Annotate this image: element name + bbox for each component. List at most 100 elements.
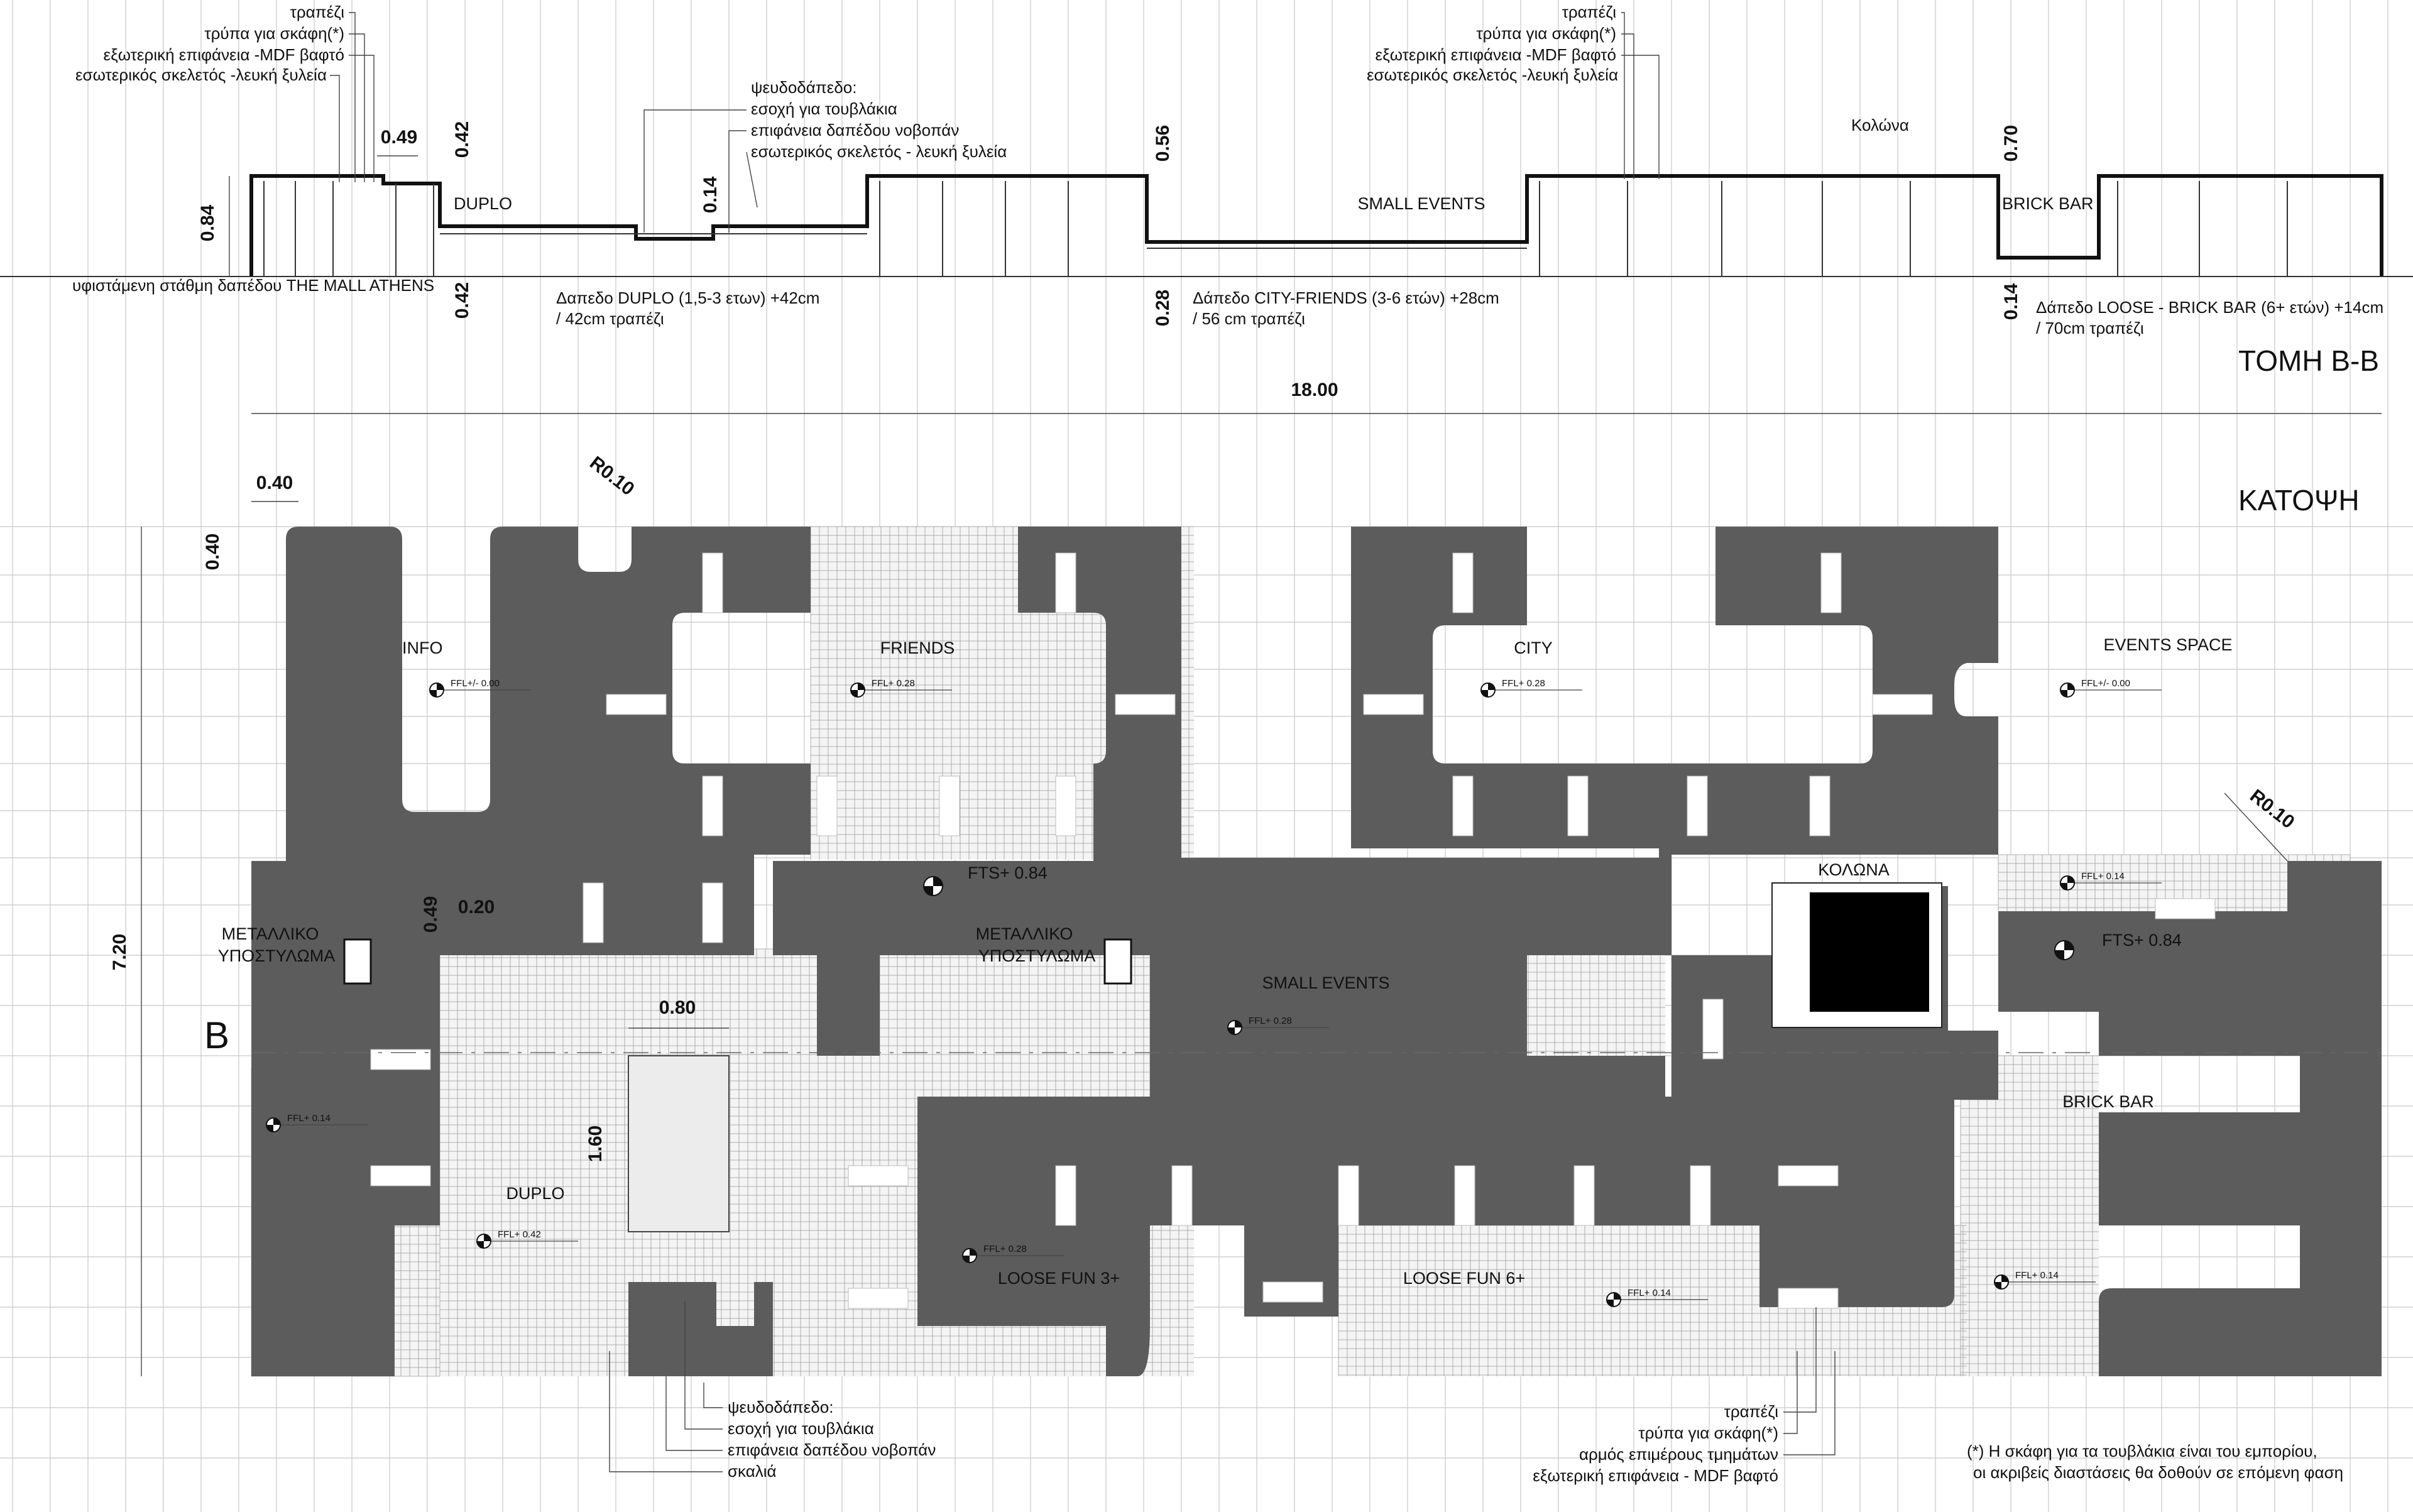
dim-160: 1.60 — [585, 1126, 606, 1162]
block-bottom-middle — [917, 1097, 1672, 1376]
dim-014-bottom: 0.14 — [2001, 283, 2022, 320]
fts-center: FTS+ 0.84 — [968, 863, 1048, 882]
note-recess: εσοχή για τουβλάκια — [751, 99, 897, 118]
dim-1800: 18.00 — [1291, 380, 1338, 400]
note-pseudofloor: ψευδοδάπεδο: — [728, 1398, 833, 1416]
table-hole — [939, 775, 960, 836]
note-table: τραπέζι — [1562, 3, 1617, 21]
zone-city: CITY — [1514, 638, 1553, 657]
zone-small-events-section: SMALL EVENTS — [1357, 194, 1485, 213]
table-hole — [1778, 1288, 1839, 1309]
floor-loose-note: Δάπεδο LOOSE - BRICK BAR (6+ ετών) +14cm — [2036, 298, 2383, 317]
note-frame: εσωτερικός σκελετός -λευκή ξυλεία — [75, 65, 327, 84]
level-marker-friends: FFL+ 0.28 — [850, 678, 952, 698]
plan-zone-labels: INFO FRIENDS CITY EVENTS SPACE ΚΟΛΩΝΑ ΜΕ… — [218, 635, 2233, 1288]
floor-duplo-note-2: / 42cm τραπέζι — [556, 309, 664, 328]
level-value: FFL+ 0.28 — [1502, 678, 1545, 689]
table-hole — [1820, 552, 1842, 613]
table-hole — [1690, 1165, 1711, 1226]
level-marker-loose3: FFL+ 0.28 — [962, 1244, 1064, 1263]
note-table: τραπέζι — [1724, 1402, 1779, 1421]
section-marker-b: B — [204, 1014, 229, 1056]
dim-r010-top: R0.10 — [586, 452, 638, 500]
fts-marker-fill — [924, 877, 943, 896]
note-frame: εσωτερικός σκελετός -λευκή ξυλεία — [1367, 65, 1618, 84]
level-value: FFL+/- 0.00 — [2081, 678, 2130, 689]
bottom-notes-left: ψευδοδάπεδο: εσοχή για τουβλάκια επιφάνε… — [609, 1301, 936, 1481]
floor-city-note: Δάπεδο CITY-FRIENDS (3-6 ετών) +28cm — [1193, 288, 1499, 307]
existing-floor-note: υφιστάμενη στάθμη δαπέδου THE MALL ATHEN… — [72, 276, 434, 295]
note-steps: σκαλιά — [728, 1462, 777, 1481]
plan-title: ΚΑΤΟΨΗ — [2238, 484, 2360, 517]
level-value: FFL+ 0.28 — [872, 678, 915, 689]
footnote-2: οι ακριβείς διαστάσεις θα δοθούν σε επόμ… — [1973, 1463, 2343, 1482]
table-hole — [1872, 694, 1933, 715]
note-mdf: εξωτερική επιφάνεια - MDF βαφτό — [1533, 1466, 1778, 1485]
zone-loose-fun-6: LOOSE FUN 6+ — [1403, 1269, 1525, 1288]
level-marker-small_events: FFL+ 0.28 — [1227, 1016, 1329, 1035]
note-mdf: εξωτερική επιφάνεια -MDF βαφτό — [1376, 45, 1617, 64]
level-value: FFL+ 0.14 — [287, 1113, 331, 1124]
zone-events-space: EVENTS SPACE — [2103, 635, 2232, 654]
table-hole — [583, 882, 604, 943]
zone-kolona: ΚΟΛΩΝΑ — [1818, 860, 1889, 879]
table-hole — [816, 775, 838, 836]
level-value: FFL+ 0.14 — [1628, 1288, 1671, 1298]
table-hole — [1573, 1165, 1595, 1226]
table-hole — [606, 694, 667, 715]
table-hole — [1171, 1165, 1193, 1226]
table-hole — [1363, 694, 1424, 715]
fts-marker-fill — [2055, 941, 2074, 960]
zone-small-events: SMALL EVENTS — [1262, 973, 1389, 992]
zone-loose-fun-3: LOOSE FUN 3+ — [998, 1269, 1120, 1288]
table-hole — [1452, 775, 1474, 836]
block-right — [1998, 861, 2382, 1376]
note-frame: εσωτερικός σκελετός - λευκή ξυλεία — [751, 142, 1007, 161]
section-title: ΤΟΜΗ Β-Β — [2238, 344, 2379, 377]
level-marker-bar_top: FFL+ 0.14 — [2060, 871, 2162, 890]
table-hole — [1452, 552, 1474, 613]
zone-friends: FRIENDS — [880, 638, 955, 657]
dim-020: 0.20 — [458, 897, 495, 918]
fts-right: FTS+ 0.84 — [2102, 931, 2182, 950]
metal-column-center-icon — [1103, 938, 1132, 985]
table-hole — [1262, 1281, 1323, 1303]
section-notes-center: τραπέζι τρύπα για σκάφη(*) εξωτερική επι… — [1367, 3, 1660, 179]
zone-brick-bar-section: BRICK BAR — [2002, 194, 2094, 213]
dim-042-top: 0.42 — [452, 121, 473, 158]
level-marker-city: FFL+ 0.28 — [1480, 678, 1582, 698]
metal-col-center-label: ΜΕΤΑΛΛΙΚΟ — [976, 924, 1073, 943]
level-marker-duplo: FFL+ 0.42 — [476, 1229, 578, 1249]
note-hole: τρύπα για σκάφη(*) — [204, 24, 344, 43]
dim-r010-right: R0.10 — [2246, 786, 2298, 833]
table-hole — [848, 1165, 909, 1186]
floor-duplo-note: Δαπεδο DUPLO (1,5-3 ετων) +42cm — [556, 288, 819, 307]
note-mdf: εξωτερική επιφάνεια -MDF βαφτό — [104, 45, 345, 64]
table-hole — [1567, 775, 1589, 836]
level-value: FFL+ 0.14 — [2081, 871, 2125, 882]
dim-080: 0.80 — [659, 997, 696, 1018]
level-marker-loose6: FFL+ 0.14 — [1606, 1288, 1708, 1307]
note-hole: τρύπα για σκάφη(*) — [1638, 1423, 1778, 1442]
metal-col-center-label-2: ΥΠΟΣΤΥΛΩΜΑ — [978, 946, 1095, 965]
metal-col-left-label: ΜΕΤΑΛΛΙΚΟ — [222, 924, 319, 943]
note-pseudofloor: ψευδοδάπεδο: — [751, 78, 856, 97]
floor-loose-note-2: / 70cm τραπέζι — [2036, 319, 2144, 337]
level-marker-brick_bar: FFL+ 0.14 — [1994, 1270, 2096, 1290]
zone-info: INFO — [402, 638, 443, 657]
column-label: Κολώνα — [1851, 116, 1909, 134]
dim-720: 7.20 — [109, 934, 130, 970]
table-hole — [1454, 1165, 1475, 1226]
table-hole — [702, 552, 723, 613]
table-hole — [1055, 1165, 1076, 1226]
section-dimensions: 0.49 0.42 0.84 0.14 0.56 0.70 0.42 0.28 … — [197, 121, 2382, 414]
footnote-1: (*) Η σκάφη για τα τουβλάκια είναι του ε… — [1967, 1442, 2317, 1460]
section-notes-pseudofloor: ψευδοδάπεδο: εσοχή για τουβλάκια επιφάνε… — [643, 78, 1007, 233]
section-drawing — [0, 174, 2413, 277]
duplo-pit — [628, 1055, 730, 1232]
dim-049-plan: 0.49 — [420, 896, 441, 933]
dim-040-v: 0.40 — [202, 534, 223, 570]
level-marker-events: FFL+/- 0.00 — [2060, 678, 2162, 698]
